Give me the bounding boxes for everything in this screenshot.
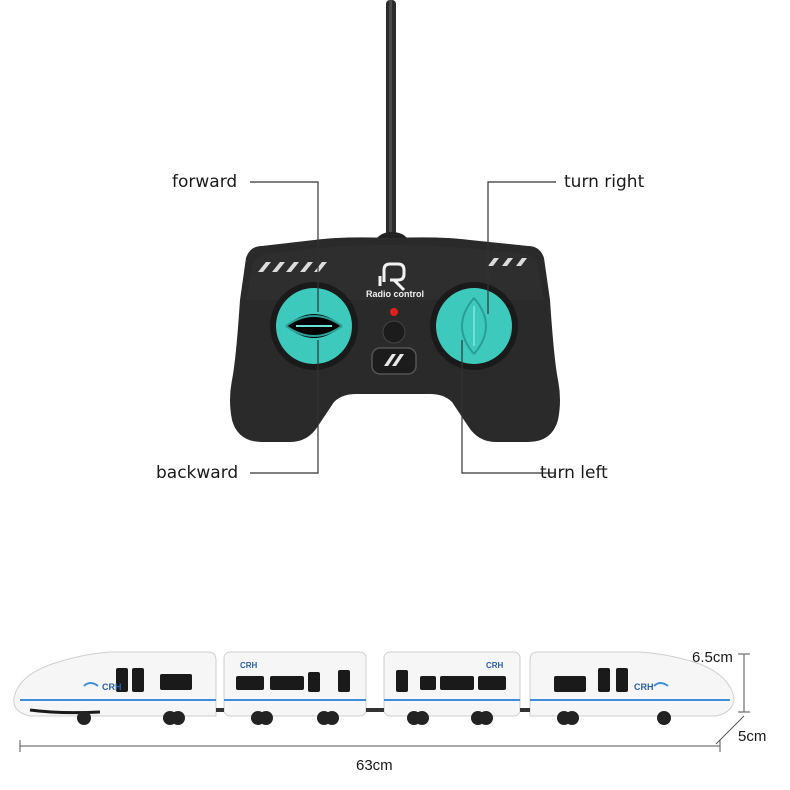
height-dimension: 6.5cm xyxy=(692,649,733,666)
turn-button xyxy=(430,282,518,370)
mode-switch xyxy=(371,347,417,375)
svg-text:CRH: CRH xyxy=(486,661,504,670)
svg-text:CRH: CRH xyxy=(240,661,258,670)
right-stripe-marks xyxy=(488,258,527,266)
train-illustration: CRH CRH xyxy=(13,651,735,725)
rear-car: CRH xyxy=(529,651,735,725)
backward-label: backward xyxy=(156,463,239,483)
width-dimension: 5cm xyxy=(738,728,767,745)
middle-car-1: CRH xyxy=(223,651,367,725)
forward-backward-button xyxy=(270,282,358,370)
svg-text:CRH: CRH xyxy=(634,682,654,692)
forward-label: forward xyxy=(172,172,238,192)
front-car: CRH xyxy=(13,651,217,725)
left-stripe-marks xyxy=(258,262,327,272)
power-led xyxy=(390,308,398,316)
length-dimension: 63cm xyxy=(356,757,393,774)
dimension-lines xyxy=(19,653,750,752)
svg-text:CRH: CRH xyxy=(102,682,122,692)
callout-lines xyxy=(250,181,556,474)
power-button xyxy=(382,320,406,344)
controller-brand-text: Radio control xyxy=(366,289,424,299)
turn-right-label: turn right xyxy=(564,172,645,192)
rc-logo-icon xyxy=(378,262,406,292)
turn-left-label: turn left xyxy=(540,463,608,483)
middle-car-2: CRH xyxy=(383,651,521,725)
